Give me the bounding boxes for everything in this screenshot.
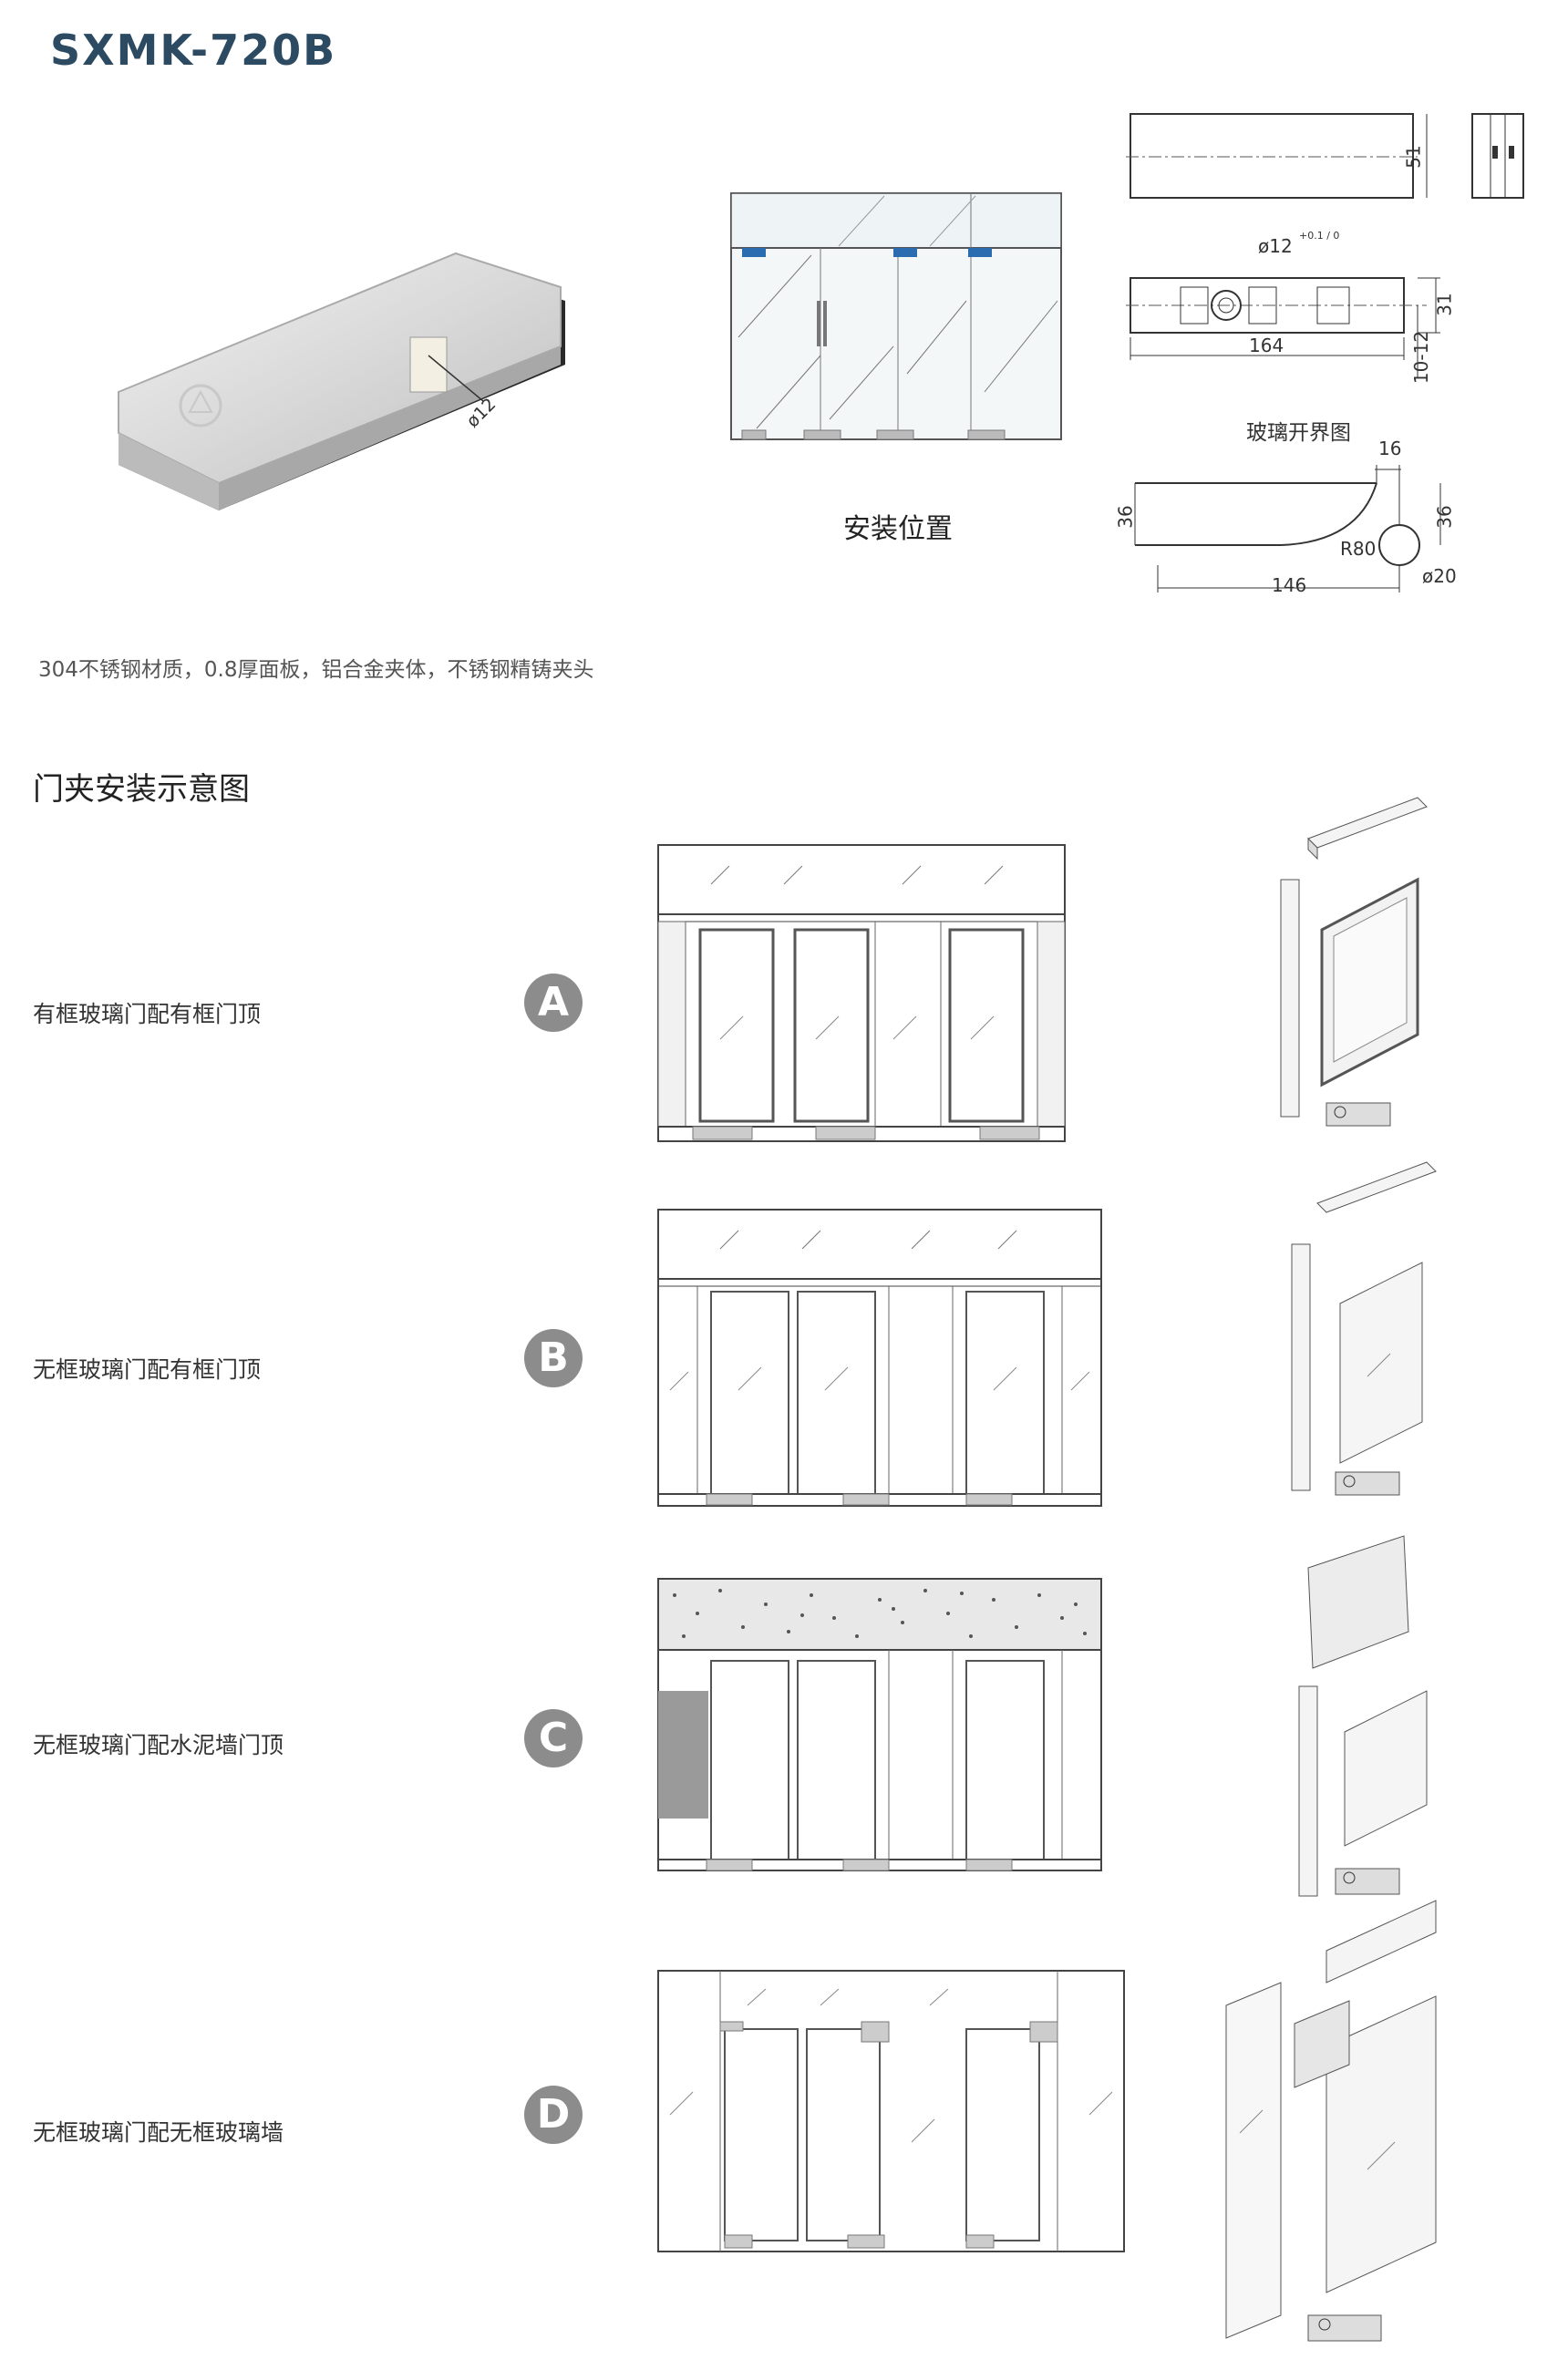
dim-51: 51	[1402, 145, 1425, 169]
product-photo	[118, 252, 565, 510]
dim-dia20: ø20	[1422, 565, 1457, 587]
section-title: 门夹安装示意图	[33, 771, 250, 808]
product-spec-text: 304不锈钢材质，0.8厚面板，铝合金夹体，不锈钢精铸夹头	[38, 658, 594, 682]
dim-31: 31	[1433, 293, 1456, 316]
install-position-diagram	[730, 192, 1062, 440]
dim-36-right: 36	[1433, 505, 1456, 529]
row-b-badge: B	[524, 1329, 583, 1387]
dim-146: 146	[1272, 574, 1307, 596]
row-c-exploded-diagram	[1298, 1535, 1428, 1897]
dim-dia12-tolerance: +0.1 / 0	[1299, 230, 1340, 242]
row-b-label: 无框玻璃门配有框门顶	[33, 1356, 262, 1383]
dim-dia12: ø12	[1258, 235, 1293, 257]
row-c-badge: C	[524, 1709, 583, 1767]
row-a-label: 有框玻璃门配有框门顶	[33, 1001, 262, 1027]
drawing-section-view	[1126, 277, 1440, 378]
row-c-label: 无框玻璃门配水泥墙门顶	[33, 1732, 284, 1758]
install-position-caption: 安装位置	[843, 513, 953, 545]
row-a-elevation-diagram	[657, 844, 1066, 1142]
dim-10-12: 10-12	[1410, 330, 1433, 385]
row-d-elevation-diagram	[657, 1970, 1125, 2252]
glass-cut-title: 玻璃开界图	[1246, 421, 1351, 445]
dim-36-left: 36	[1114, 505, 1137, 529]
row-c-elevation-diagram	[657, 1578, 1102, 1871]
row-d-label: 无框玻璃门配无框玻璃墙	[33, 2119, 284, 2146]
dim-164: 164	[1249, 335, 1284, 356]
drawing-top-view	[1126, 113, 1524, 199]
row-d-badge: D	[524, 2086, 583, 2144]
row-a-exploded-diagram	[1280, 797, 1428, 1127]
row-a-badge: A	[524, 974, 583, 1032]
row-d-exploded-diagram	[1225, 1900, 1437, 2342]
dim-r80: R80	[1340, 538, 1377, 560]
row-b-exploded-diagram	[1291, 1161, 1437, 1496]
product-model-title: SXMK-720B	[50, 26, 337, 75]
row-b-elevation-diagram	[657, 1209, 1102, 1507]
dim-16: 16	[1378, 438, 1402, 459]
drawing-glass-cut	[1134, 465, 1441, 592]
